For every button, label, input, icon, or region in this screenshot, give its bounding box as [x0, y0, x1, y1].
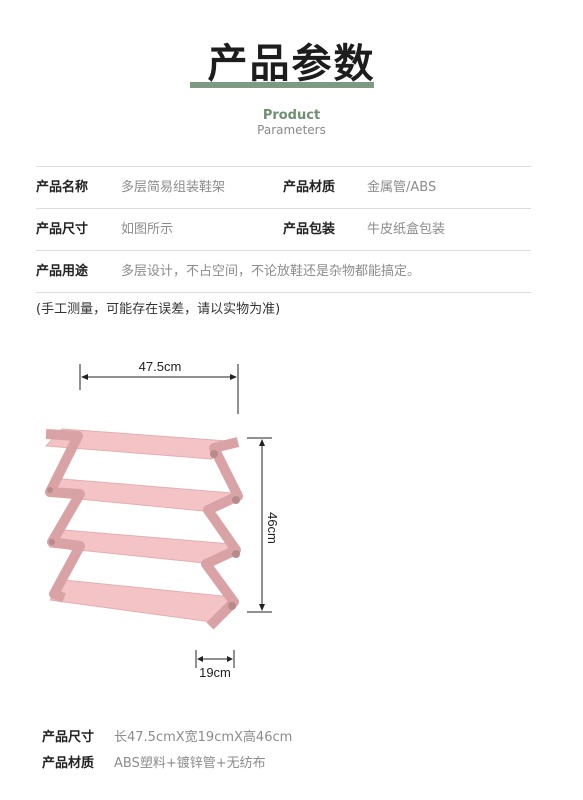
title-underline	[190, 82, 374, 88]
spec-value-usage: 多层设计，不占空间，不论放鞋还是杂物都能搞定。	[121, 264, 421, 279]
spec-row: 产品名称 多层简易组装鞋架 产品材质 金属管/ABS	[36, 166, 531, 208]
bottom-size-label: 产品尺寸	[42, 730, 95, 745]
depth-dimension: 19cm	[195, 650, 235, 680]
spec-label-material: 产品材质	[283, 180, 336, 195]
width-label: 47.5cm	[139, 359, 182, 374]
width-dimension: 47.5cm	[79, 359, 239, 414]
spec-value-size: 如图所示	[121, 222, 174, 237]
spec-label-usage: 产品用途	[36, 264, 89, 279]
spec-label-size: 产品尺寸	[36, 222, 89, 237]
bottom-material-row: 产品材质 ABS塑料+镀锌管+无纺布	[42, 752, 266, 771]
bottom-material-value: ABS塑料+镀锌管+无纺布	[114, 756, 266, 771]
depth-label: 19cm	[199, 665, 231, 680]
spec-value-material: 金属管/ABS	[367, 180, 437, 195]
height-label: 46cm	[265, 512, 280, 544]
subtitle-parameters: Parameters	[257, 123, 326, 137]
bottom-size-value: 长47.5cmX宽19cmX高46cm	[114, 730, 293, 745]
spec-row: 产品尺寸 如图所示 产品包装 牛皮纸盒包装	[36, 208, 531, 250]
spec-value-packaging: 牛皮纸盒包装	[367, 222, 446, 237]
spec-label-packaging: 产品包装	[283, 222, 336, 237]
product-diagram: 47.5cm 46cm 19cm	[44, 359, 280, 680]
measurement-note: (手工测量，可能存在误差，请以实物为准)	[36, 302, 281, 317]
page-title: 产品参数	[207, 41, 376, 87]
spec-row: 产品用途 多层设计，不占空间，不论放鞋还是杂物都能搞定。	[36, 250, 531, 293]
subtitle-product: Product	[262, 108, 321, 123]
spec-label-name: 产品名称	[36, 180, 89, 195]
bottom-material-label: 产品材质	[42, 756, 95, 771]
spec-value-name: 多层简易组装鞋架	[121, 180, 226, 195]
spec-table: 产品名称 多层简易组装鞋架 产品材质 金属管/ABS 产品尺寸 如图所示 产品包…	[36, 166, 531, 293]
bottom-size-row: 产品尺寸 长47.5cmX宽19cmX高46cm	[42, 726, 292, 745]
height-dimension: 46cm	[247, 437, 280, 613]
shoe-rack-illustration	[44, 428, 243, 630]
title-wrap: 产品参数	[0, 38, 583, 90]
